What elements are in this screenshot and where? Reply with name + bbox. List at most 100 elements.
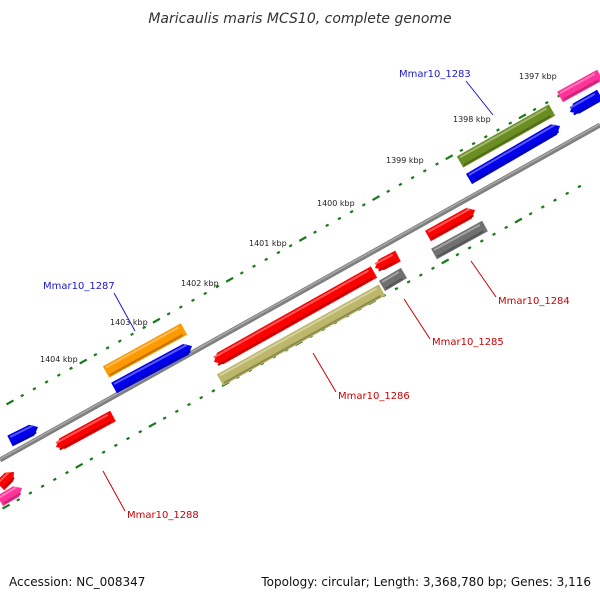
outer-scale-tick <box>264 257 269 262</box>
outer-scale-tick <box>518 113 527 120</box>
inner-scale-tick <box>577 184 582 189</box>
outer-scale-tick <box>435 162 439 166</box>
inner-scale-tick <box>65 470 69 475</box>
scale-label: 1402 kbp <box>181 279 219 288</box>
gene-left-pink[interactable] <box>0 486 22 507</box>
scale-labels: 1397 kbp 1398 kbp 1399 kbp 1400 kbp 1401 kbp… <box>40 72 557 364</box>
outer-scale-tick <box>225 276 234 283</box>
gene-label-1285[interactable]: Mmar10_1285 <box>432 337 504 348</box>
inner-scale-tick <box>431 266 435 270</box>
gene-1283[interactable] <box>456 104 556 168</box>
inner-scale-tick <box>1 503 11 510</box>
scale-label: 1403 kbp <box>110 318 148 327</box>
outer-scale-tick <box>544 100 549 105</box>
outer-scale-tick <box>215 284 220 289</box>
inner-scale-tick <box>113 443 118 448</box>
scale-label: 1401 kbp <box>249 239 287 248</box>
inner-scale-tick <box>174 409 179 414</box>
outer-scale-tick <box>5 399 15 406</box>
gene-blue-3[interactable] <box>7 424 38 447</box>
inner-scale-tick <box>467 246 472 250</box>
gene-1286-red[interactable] <box>213 266 378 366</box>
gene-1284-red[interactable] <box>425 207 475 242</box>
outer-scale-tick <box>130 332 134 337</box>
outer-scale-tick <box>166 312 171 316</box>
inner-scale-tick <box>514 217 523 224</box>
topology-text: Topology: circular; Length: 3,368,780 bp… <box>260 575 591 589</box>
inner-scale-tick <box>28 491 33 495</box>
gene-blue-2[interactable] <box>111 343 192 394</box>
outer-scale-tick <box>298 236 307 242</box>
outer-scale-tick <box>152 317 161 324</box>
inner-scale-tick <box>394 286 399 291</box>
gene-labels: Mmar10_1283Mmar10_1284Mmar10_1285Mmar10_… <box>43 69 570 521</box>
genome-backbone <box>0 122 600 463</box>
outer-scale-tick <box>483 135 488 139</box>
gene-label-1283[interactable]: Mmar10_1283 <box>399 69 471 80</box>
outer-scale-tick <box>276 250 281 255</box>
outer-scale-tick <box>349 209 354 214</box>
outer-scale-tick <box>325 223 330 228</box>
gene-label-1286[interactable]: Mmar10_1286 <box>338 391 410 402</box>
gene-red-small[interactable] <box>374 250 401 272</box>
leader-line <box>403 298 431 340</box>
outer-scale-tick <box>337 216 342 221</box>
gene-1284[interactable] <box>431 220 488 260</box>
outer-scale-tick <box>459 148 464 153</box>
accession-text: Accession: NC_008347 <box>9 575 145 589</box>
outer-scale-tick <box>117 339 122 343</box>
inner-scale-tick <box>187 402 191 407</box>
outer-scale-tick <box>508 121 513 125</box>
outer-scale-tick <box>32 387 37 391</box>
scale-label: 1400 kbp <box>317 199 355 208</box>
outer-scale-tick <box>386 189 391 194</box>
inner-scale-tick <box>126 436 130 441</box>
outer-scale-tick <box>471 141 476 146</box>
gene-1283-lower[interactable] <box>569 89 600 116</box>
leader-line <box>102 470 126 512</box>
leader-line <box>470 260 497 298</box>
outer-scale-tick <box>191 298 195 302</box>
inner-scale-tick <box>148 422 157 428</box>
inner-scale-tick <box>504 225 509 230</box>
inner-scale-tick <box>89 457 94 461</box>
genome-backbone-highlight <box>0 123 600 460</box>
outer-scale-tick <box>313 230 317 234</box>
inner-scale-tick <box>16 498 21 502</box>
outer-scale-tick <box>44 380 49 384</box>
inner-scale-tick <box>565 191 570 196</box>
inner-scale-tick <box>75 462 84 469</box>
gene-blue-1[interactable] <box>465 124 560 185</box>
inner-scale-tick <box>406 280 411 284</box>
gene-left-red[interactable] <box>0 471 15 491</box>
outer-scale-tick <box>20 393 25 398</box>
inner-scale-tick <box>528 212 533 216</box>
scale-label: 1397 kbp <box>519 72 557 81</box>
inner-scale-tick <box>479 239 484 243</box>
inner-scale-tick <box>211 389 216 393</box>
gene-1288[interactable] <box>55 410 116 451</box>
gene-1286[interactable] <box>216 284 386 386</box>
inner-scale-tick <box>162 416 167 420</box>
gene-features <box>0 69 600 507</box>
outer-scale-tick <box>252 264 256 268</box>
outer-scale-tick <box>496 128 500 132</box>
gene-label-1288[interactable]: Mmar10_1288 <box>127 510 199 521</box>
gene-1287[interactable] <box>102 323 188 378</box>
gene-label-1284[interactable]: Mmar10_1284 <box>498 296 570 307</box>
inner-scale-tick <box>492 232 496 236</box>
scale-label: 1399 kbp <box>386 156 424 165</box>
outer-scale-tick <box>239 271 244 275</box>
gene-1285[interactable] <box>378 267 408 292</box>
inner-scale-tick <box>455 252 460 257</box>
gene-label-1287[interactable]: Mmar10_1287 <box>43 281 115 292</box>
gene-1283-upper[interactable] <box>557 69 600 103</box>
outer-scale-tick <box>79 358 88 365</box>
outer-scale-tick <box>142 325 147 330</box>
scale-label: 1398 kbp <box>453 115 491 124</box>
outer-scale-tick <box>178 305 183 309</box>
inner-scale-tick <box>138 429 143 434</box>
leader-line <box>465 80 494 116</box>
outer-scale-tick <box>532 107 537 112</box>
